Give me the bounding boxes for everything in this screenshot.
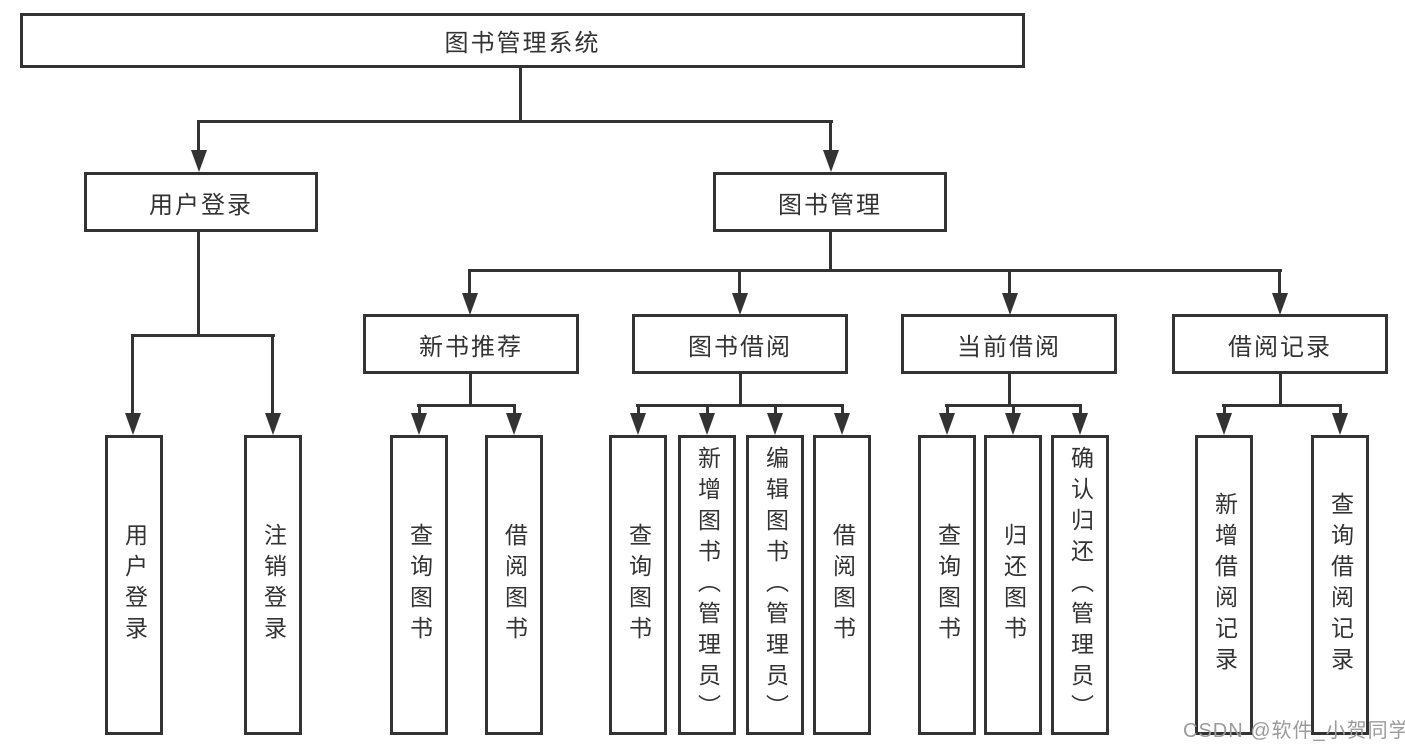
connector-drop-leaf <box>946 404 949 414</box>
node-label: 用户登录 <box>121 523 148 647</box>
leaf-query-books-borrow: 查询图书 <box>609 435 667 735</box>
connector-drop-leaf <box>1223 404 1226 414</box>
connector-root-split <box>197 120 833 123</box>
node-label: 借阅图书 <box>829 523 856 647</box>
connector-book-management-split <box>469 269 1282 272</box>
connector-root-stem <box>519 68 522 120</box>
node-current-borrowing: 当前借阅 <box>901 314 1117 374</box>
leaf-borrow-books: 借阅图书 <box>813 435 871 735</box>
node-label: 借阅记录 <box>1228 333 1332 361</box>
leaf-edit-books-admin: 编辑图书（管理员） <box>746 435 804 735</box>
leaf-borrow-books-recommend: 借阅图书 <box>485 435 543 735</box>
arrow-down-icon <box>699 413 715 435</box>
node-label: 新书推荐 <box>419 333 523 361</box>
arrow-down-icon <box>1002 293 1018 315</box>
connector-drop-leaf <box>706 404 709 414</box>
connector-drop-leaf <box>1339 404 1342 414</box>
connector-drop-module <box>738 269 741 295</box>
node-label: 查询图书 <box>934 523 961 647</box>
connector-drop-leaf <box>131 334 134 416</box>
connector-current-borrow-stem <box>1008 374 1011 406</box>
leaf-query-borrow-record: 查询借阅记录 <box>1311 435 1369 735</box>
arrow-down-icon <box>767 413 783 435</box>
arrow-down-icon <box>1216 413 1232 435</box>
arrow-down-icon <box>1272 293 1288 315</box>
node-label: 借阅图书 <box>501 523 528 647</box>
csdn-watermark: CSDN @软件_小贺同学 <box>1183 720 1405 742</box>
arrow-down-icon <box>823 150 839 172</box>
arrow-down-icon <box>1072 413 1088 435</box>
arrow-down-icon <box>1332 413 1348 435</box>
node-label: 确认归还（管理员） <box>1067 445 1094 725</box>
connector-drop-leaf <box>418 404 421 414</box>
leaf-user-login: 用户登录 <box>105 435 163 735</box>
arrow-down-icon <box>834 413 850 435</box>
connector-drop-module <box>1008 269 1011 295</box>
leaf-return-books: 归还图书 <box>984 435 1042 735</box>
node-label: 查询借阅记录 <box>1327 492 1354 678</box>
arrow-down-icon <box>506 413 522 435</box>
connector-records-stem <box>1279 374 1282 406</box>
connector-drop-leaf <box>1012 404 1015 414</box>
leaf-add-borrow-record: 新增借阅记录 <box>1195 435 1253 735</box>
connector-records-split <box>1222 404 1342 407</box>
arrow-down-icon <box>939 413 955 435</box>
node-book-borrowing: 图书借阅 <box>632 314 848 374</box>
node-user-login: 用户登录 <box>84 172 318 232</box>
node-label: 注销登录 <box>260 523 287 647</box>
connector-drop-leaf <box>513 404 516 414</box>
connector-book-management-stem <box>829 232 832 272</box>
arrow-down-icon <box>1005 413 1021 435</box>
connector-user-login-split <box>131 334 275 337</box>
connector-user-login-stem <box>197 232 200 336</box>
node-label: 查询图书 <box>406 523 433 647</box>
node-label: 图书借阅 <box>688 333 792 361</box>
connector-new-book-stem <box>469 374 472 406</box>
node-label: 编辑图书（管理员） <box>762 445 789 725</box>
connector-drop-module <box>1278 269 1281 295</box>
connector-drop-leaf <box>774 404 777 414</box>
node-library-management-system: 图书管理系统 <box>20 13 1025 68</box>
connector-book-borrow-stem <box>739 374 742 406</box>
node-label: 当前借阅 <box>957 333 1061 361</box>
connector-book-borrow-split <box>636 404 844 407</box>
arrow-down-icon <box>732 293 748 315</box>
node-label: 用户登录 <box>149 191 253 219</box>
leaf-query-books-recommend: 查询图书 <box>390 435 448 735</box>
arrow-down-icon <box>265 413 281 435</box>
connector-drop-leaf <box>1079 404 1082 414</box>
arrow-down-icon <box>462 293 478 315</box>
connector-drop-book-management <box>829 120 832 153</box>
arrow-down-icon <box>191 150 207 172</box>
connector-drop-user-login <box>197 120 200 153</box>
node-label: 图书管理 <box>778 191 882 219</box>
node-book-management: 图书管理 <box>713 172 947 232</box>
node-label: 图书管理系统 <box>444 30 601 57</box>
leaf-add-books-admin: 新增图书（管理员） <box>678 435 736 735</box>
connector-drop-leaf <box>271 334 274 416</box>
node-new-book-recommendation: 新书推荐 <box>363 314 579 374</box>
leaf-logout: 注销登录 <box>244 435 302 735</box>
node-label: 新增借阅记录 <box>1211 492 1238 678</box>
connector-drop-leaf <box>637 404 640 414</box>
node-label: 新增图书（管理员） <box>694 445 721 725</box>
arrow-down-icon <box>411 413 427 435</box>
connector-drop-module <box>468 269 471 295</box>
node-borrowing-records: 借阅记录 <box>1172 314 1388 374</box>
leaf-query-books-current: 查询图书 <box>918 435 976 735</box>
connector-drop-leaf <box>841 404 844 414</box>
node-label: 查询图书 <box>625 523 652 647</box>
node-label: 归还图书 <box>1000 523 1027 647</box>
arrow-down-icon <box>630 413 646 435</box>
leaf-confirm-return-admin: 确认归还（管理员） <box>1051 435 1109 735</box>
arrow-down-icon <box>125 413 141 435</box>
connector-new-book-split <box>417 404 516 407</box>
